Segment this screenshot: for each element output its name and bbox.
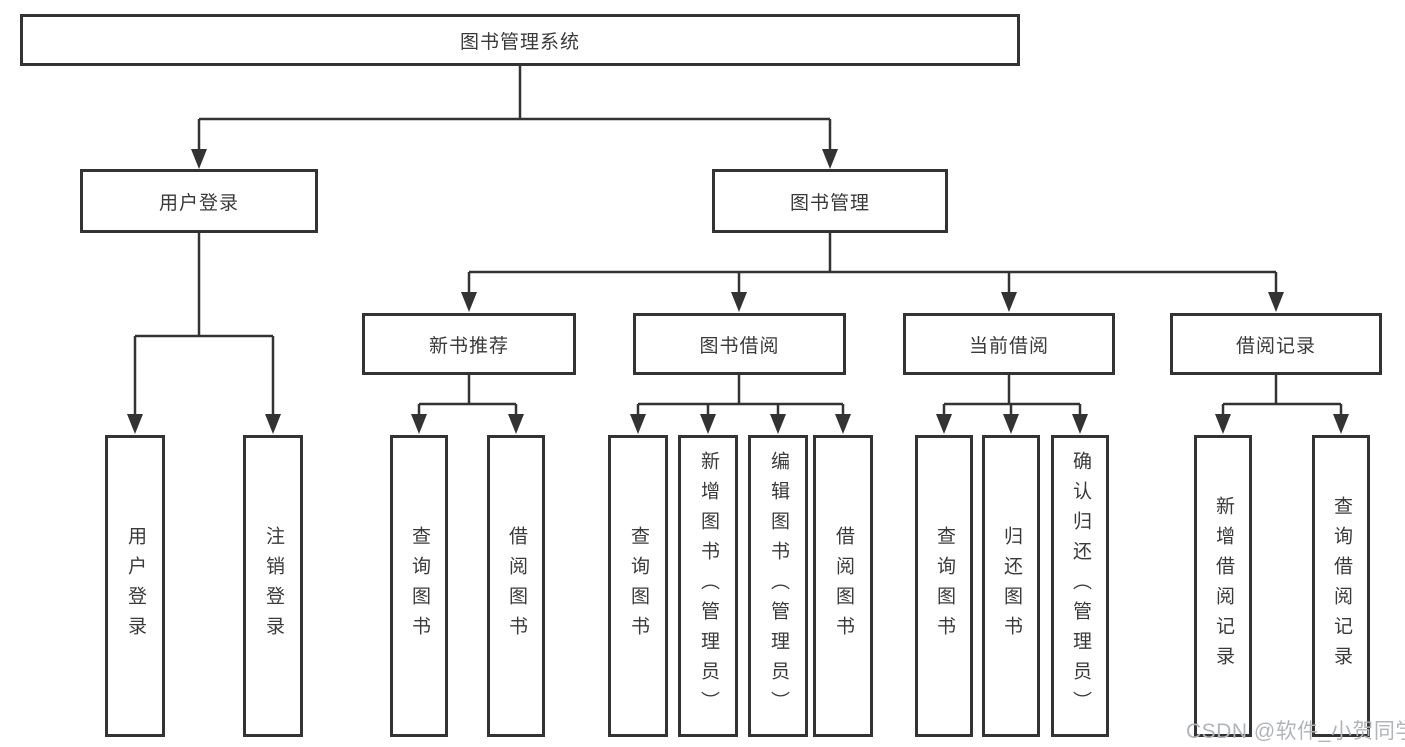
leaf-borrow-books-label: 借阅图书 xyxy=(832,526,854,646)
node-book-borrow: 图书借阅 xyxy=(633,313,846,375)
leaf-return-book-label: 归还图书 xyxy=(1000,526,1022,646)
node-root: 图书管理系统 xyxy=(20,14,1020,66)
node-current-borrow-label: 当前借阅 xyxy=(968,335,1049,357)
leaf-user-login-label: 用户登录 xyxy=(124,526,146,646)
leaf-add-borrow-record-label: 新增借阅记录 xyxy=(1212,496,1234,676)
leaf-user-login: 用户登录 xyxy=(105,435,165,737)
node-new-book-recommend-label: 新书推荐 xyxy=(428,335,509,357)
leaf-query-books-borrow: 查询图书 xyxy=(608,435,668,737)
leaf-query-books-recommend-label: 查询图书 xyxy=(408,526,430,646)
node-user-login: 用户登录 xyxy=(80,169,318,233)
leaf-borrow-books-recommend-label: 借阅图书 xyxy=(505,526,527,646)
leaf-add-book-admin: 新增图书（管理员） xyxy=(678,435,738,737)
node-new-book-recommend: 新书推荐 xyxy=(362,313,576,375)
node-book-management: 图书管理 xyxy=(712,169,948,233)
leaf-query-books-borrow-label: 查询图书 xyxy=(627,526,649,646)
node-book-management-label: 图书管理 xyxy=(789,192,870,214)
leaf-add-borrow-record: 新增借阅记录 xyxy=(1194,435,1252,737)
leaf-edit-book-admin-label: 编辑图书（管理员） xyxy=(767,451,789,721)
leaf-confirm-return-admin-label: 确认归还（管理员） xyxy=(1069,451,1091,721)
leaf-add-book-admin-label: 新增图书（管理员） xyxy=(697,451,719,721)
leaf-borrow-books: 借阅图书 xyxy=(813,435,873,737)
node-borrow-records: 借阅记录 xyxy=(1170,313,1382,375)
leaf-logout-label: 注销登录 xyxy=(262,526,284,646)
leaf-return-book: 归还图书 xyxy=(982,435,1040,737)
leaf-query-books-current-label: 查询图书 xyxy=(933,526,955,646)
leaf-logout: 注销登录 xyxy=(243,435,303,737)
leaf-confirm-return-admin: 确认归还（管理员） xyxy=(1051,435,1109,737)
node-borrow-records-label: 借阅记录 xyxy=(1235,335,1316,357)
node-current-borrow: 当前借阅 xyxy=(903,313,1115,375)
leaf-query-borrow-record-label: 查询借阅记录 xyxy=(1330,496,1352,676)
node-root-label: 图书管理系统 xyxy=(459,31,580,53)
csdn-watermark: CSDN @软件_小贺同学 xyxy=(1186,720,1405,743)
leaf-borrow-books-recommend: 借阅图书 xyxy=(487,435,545,737)
node-user-login-label: 用户登录 xyxy=(158,192,239,214)
leaf-query-books-current: 查询图书 xyxy=(915,435,973,737)
leaf-query-borrow-record: 查询借阅记录 xyxy=(1312,435,1370,737)
leaf-query-books-recommend: 查询图书 xyxy=(390,435,448,737)
leaf-edit-book-admin: 编辑图书（管理员） xyxy=(748,435,808,737)
node-book-borrow-label: 图书借阅 xyxy=(699,335,780,357)
